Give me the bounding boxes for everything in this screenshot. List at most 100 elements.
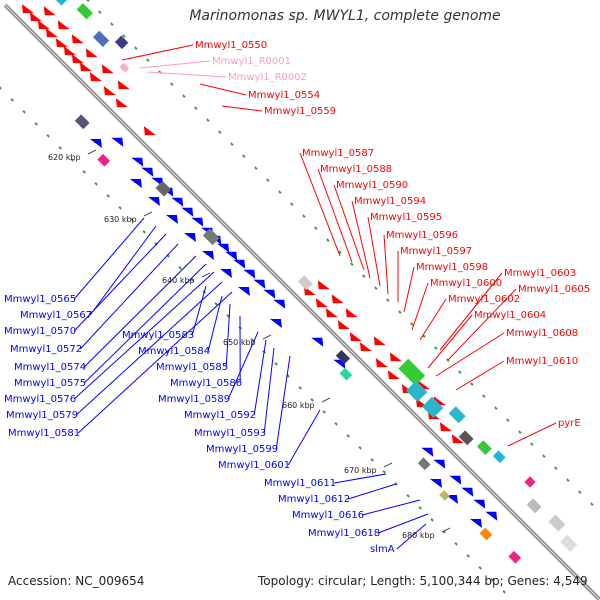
guide-dot	[470, 382, 474, 386]
label-leader-line	[287, 409, 321, 466]
guide-dot	[142, 230, 146, 234]
guide-dot	[278, 190, 282, 194]
label-leader-line	[77, 291, 233, 434]
guide-dot	[22, 110, 26, 114]
reverse-gene-arrow	[421, 447, 434, 457]
label-leader-line	[275, 355, 291, 450]
scale-tick-mark	[262, 334, 272, 340]
feature-box	[406, 380, 428, 402]
label-leader-line	[507, 422, 557, 447]
reverse-gene-arrow	[147, 197, 160, 207]
scale-tick-label: 650 kbp	[223, 338, 256, 347]
reverse-gene-label: Mmwyl1_0565	[4, 294, 76, 305]
reverse-gene-label: Mmwyl1_0572	[10, 344, 82, 355]
forward-gene-arrow	[315, 298, 328, 308]
reverse-gene-label: Mmwyl1_0581	[8, 428, 80, 439]
guide-dot	[590, 502, 594, 506]
label-leader-line	[396, 523, 427, 550]
label-leader-line	[403, 266, 415, 313]
guide-dot	[34, 122, 38, 126]
reverse-gene-label: Mmwyl1_0589	[158, 394, 230, 405]
label-leader-line	[225, 303, 231, 368]
forward-gene-label: Mmwyl1_0598	[416, 262, 488, 273]
guide-dot	[178, 266, 182, 270]
guide-dot	[218, 130, 222, 134]
guide-dot	[182, 94, 186, 98]
feature-box	[458, 430, 474, 446]
feature-box	[202, 228, 220, 246]
forward-gene-arrow	[345, 308, 358, 318]
label-leader-line	[83, 263, 207, 384]
label-leader-line	[333, 184, 365, 271]
reverse-gene-label: Mmwyl1_0570	[4, 326, 76, 337]
forward-gene-arrow	[63, 46, 76, 56]
label-leader-line	[317, 168, 353, 263]
guide-dot	[86, 0, 90, 2]
reverse-gene-label: Mmwyl1_0583	[122, 330, 194, 341]
reverse-gene-label: slmA	[370, 544, 395, 555]
feature-box	[476, 440, 492, 456]
forward-gene-label: Mmwyl1_0603	[504, 268, 576, 279]
feature-box	[526, 498, 542, 514]
label-leader-line	[411, 282, 429, 331]
guide-dot	[566, 478, 570, 482]
guide-dot	[106, 194, 110, 198]
reverse-gene-label: Mmwyl1_0618	[308, 528, 380, 539]
guide-dot	[242, 154, 246, 158]
guide-dot	[454, 542, 458, 546]
forward-gene-arrow	[89, 72, 102, 82]
guide-dot	[382, 470, 386, 474]
feature-box	[54, 0, 68, 6]
forward-gene-arrow	[115, 98, 128, 108]
reverse-gene-label: Mmwyl1_0593	[194, 428, 266, 439]
reverse-gene-arrow	[461, 487, 474, 497]
scale-tick-mark	[383, 462, 393, 468]
forward-gene-arrow	[143, 126, 156, 136]
label-leader-line	[221, 105, 263, 112]
reverse-gene-arrow	[201, 251, 214, 261]
reverse-gene-arrow	[225, 251, 238, 261]
label-leader-line	[435, 332, 505, 377]
forward-gene-arrow	[373, 336, 386, 346]
guide-dot	[386, 298, 390, 302]
scale-tick-label: 640 kbp	[162, 276, 195, 285]
guide-dot	[302, 214, 306, 218]
forward-gene-label: Mmwyl1_0588	[320, 164, 392, 175]
guide-dot	[70, 158, 74, 162]
label-leader-line	[299, 152, 341, 257]
feature-box	[97, 153, 111, 167]
scale-tick-label: 680 kbp	[402, 531, 435, 540]
reverse-gene-arrow	[485, 511, 498, 521]
guide-dot	[406, 494, 410, 498]
scale-tick-label: 620 kbp	[48, 153, 81, 162]
forward-gene-label: Mmwyl1_0554	[248, 90, 320, 101]
guide-dot	[418, 506, 422, 510]
guide-dot	[326, 238, 330, 242]
forward-gene-arrow	[389, 352, 402, 362]
guide-dot	[394, 482, 398, 486]
label-leader-line	[334, 473, 387, 484]
guide-dot	[158, 70, 162, 74]
reverse-gene-arrow	[433, 459, 446, 469]
forward-gene-arrow	[349, 332, 362, 342]
accession-text: Accession: NC_009654	[8, 574, 145, 588]
guide-dot	[298, 386, 302, 390]
guide-dot	[530, 442, 534, 446]
forward-gene-label: Mmwyl1_0605	[518, 284, 590, 295]
forward-gene-arrow	[317, 280, 330, 290]
label-leader-line	[191, 285, 207, 336]
guide-dot	[506, 418, 510, 422]
forward-gene-arrow	[325, 308, 338, 318]
topology-text: Topology: circular; Length: 5,100,344 bp…	[258, 574, 588, 588]
guide-dot	[410, 322, 414, 326]
guide-dot	[230, 142, 234, 146]
feature-box	[508, 550, 522, 564]
reverse-gene-arrow	[469, 519, 482, 529]
forward-gene-label: Mmwyl1_0600	[430, 278, 502, 289]
scale-tick-mark	[201, 272, 211, 278]
reverse-gene-arrow	[263, 289, 276, 299]
guide-dot	[322, 410, 326, 414]
guide-dot	[358, 446, 362, 450]
label-leader-line	[83, 255, 197, 368]
label-leader-line	[73, 271, 215, 400]
